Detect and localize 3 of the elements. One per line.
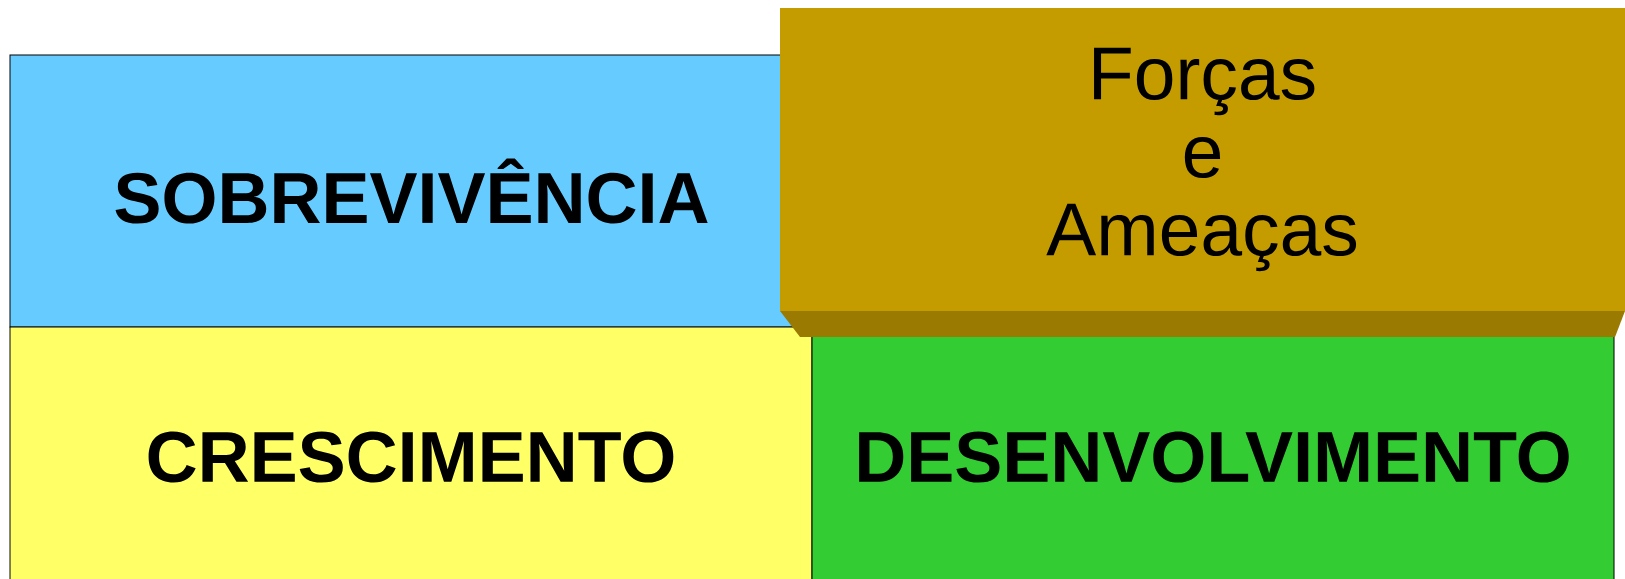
quadrant-box: CRESCIMENTO <box>9 326 813 579</box>
quadrant-box: SOBREVIVÊNCIA <box>9 54 814 328</box>
raised-box: Forças e Ameaças <box>780 8 1625 337</box>
